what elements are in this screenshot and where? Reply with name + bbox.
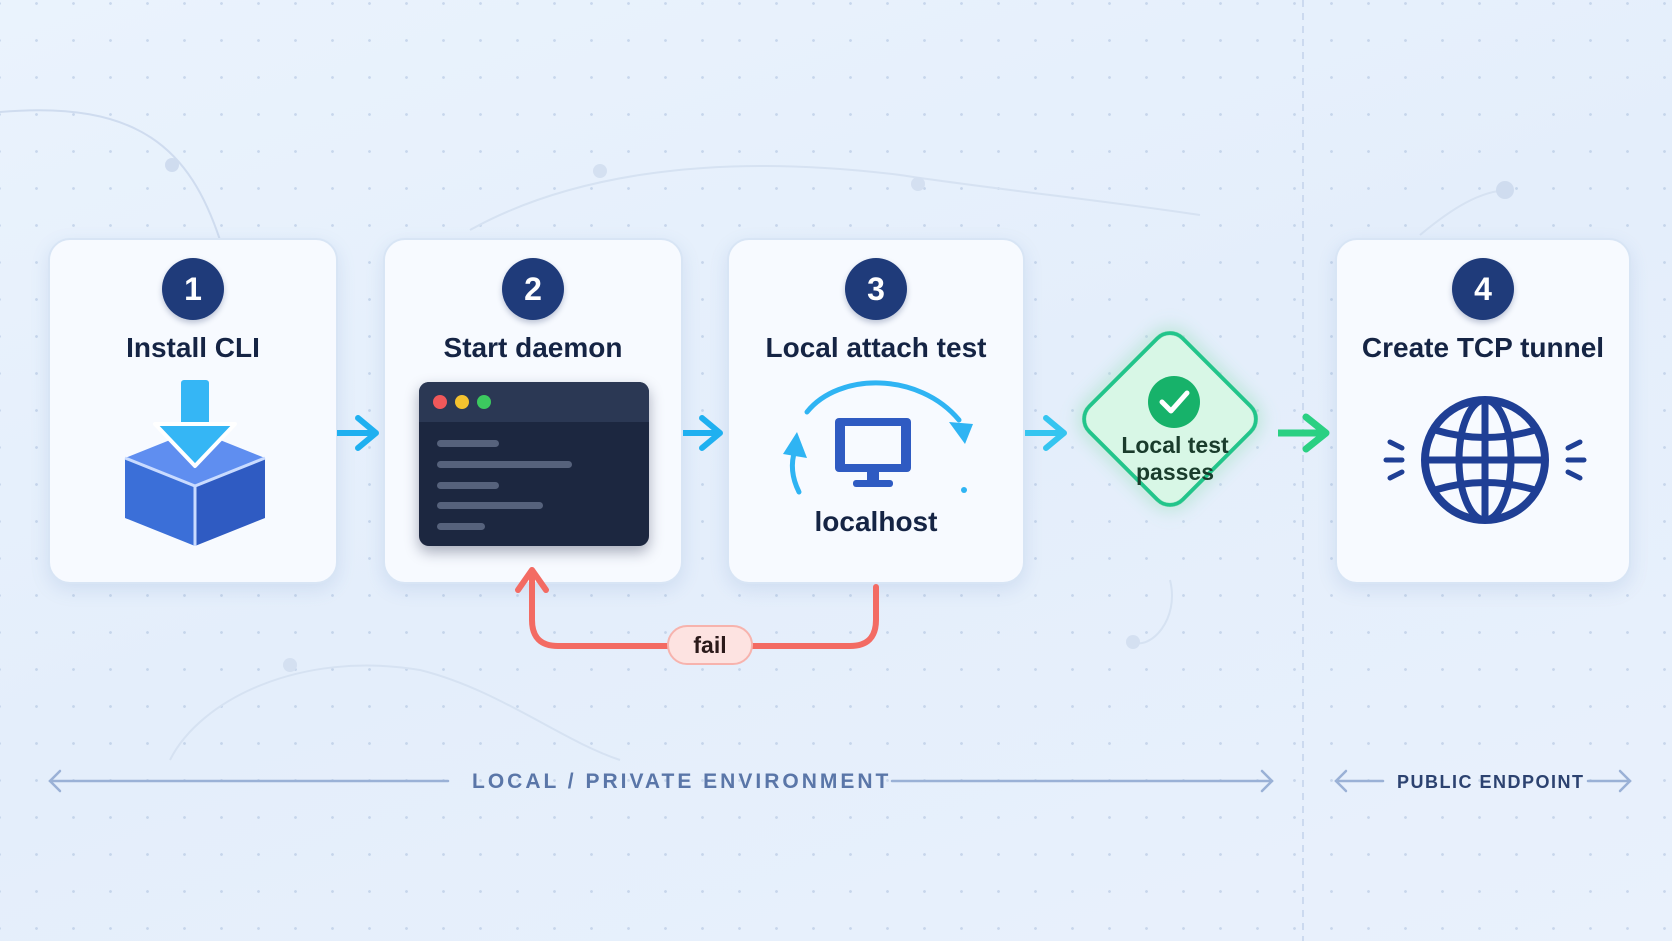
step-number-badge: 3 — [845, 258, 907, 320]
step-title: Create TCP tunnel — [1361, 332, 1605, 363]
flow-arrow-1-to-2 — [337, 415, 379, 451]
step-title: Install CLI — [126, 332, 260, 363]
terminal-line — [437, 502, 543, 509]
close-dot-icon — [433, 395, 447, 409]
decision-label: Local test passes — [1100, 432, 1250, 486]
terminal-line — [437, 461, 572, 468]
terminal-line — [437, 523, 485, 530]
zone-arrow-public — [1334, 769, 1632, 793]
terminal-line — [437, 482, 499, 489]
terminal-titlebar — [419, 382, 649, 422]
step-card-start-daemon: 2 Start daemon — [383, 238, 683, 584]
globe-icon — [1383, 396, 1587, 524]
terminal-window-icon — [419, 382, 649, 546]
decision-label-line-1: Local test — [1121, 432, 1229, 458]
zone-label-public: PUBLIC ENDPOINT — [1397, 772, 1585, 792]
step-number-badge: 1 — [162, 258, 224, 320]
zone-label-local: LOCAL / PRIVATE ENVIRONMENT — [472, 770, 892, 793]
monitor-refresh-icon — [783, 380, 973, 495]
localhost-caption: localhost — [814, 506, 938, 537]
decision-diamond — [1082, 331, 1258, 507]
success-arrow-to-4 — [1278, 413, 1330, 453]
step-title: Start daemon — [443, 332, 623, 363]
step-card-local-attach-test: 3 Local attach test localhost — [727, 238, 1025, 584]
flow-arrow-3-to-decision — [1025, 415, 1067, 451]
step-number-badge: 2 — [502, 258, 564, 320]
step-title: Local attach test — [765, 332, 987, 363]
flow-arrow-2-to-3 — [683, 415, 723, 451]
decision-label-line-2: passes — [1135, 459, 1214, 485]
step-number-badge: 4 — [1452, 258, 1514, 320]
maximize-dot-icon — [477, 395, 491, 409]
minimize-dot-icon — [455, 395, 469, 409]
install-box-icon — [124, 380, 266, 546]
fail-label: fail — [667, 625, 753, 665]
step-card-install-cli: 1 Install CLI — [48, 238, 338, 584]
checkmark-icon — [1148, 376, 1200, 428]
step-card-create-tcp-tunnel: 4 Create TCP tunnel — [1335, 238, 1631, 584]
terminal-line — [437, 440, 499, 447]
zone-arrow-local — [48, 769, 1274, 793]
